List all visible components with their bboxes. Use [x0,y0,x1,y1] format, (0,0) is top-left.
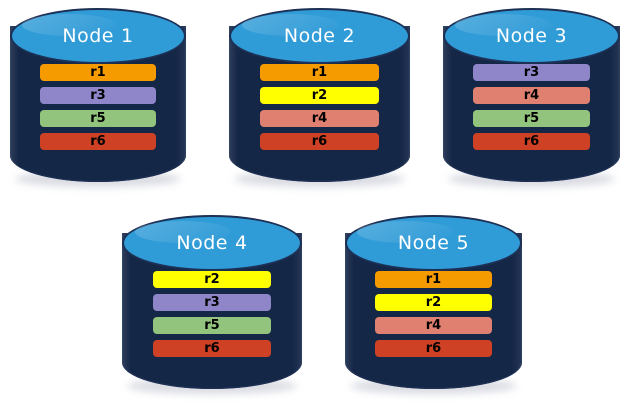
node-label-number: 1 [121,25,134,47]
record-list-3: r3 r4 r5 r6 [443,64,620,150]
cylinder-shape [443,8,620,187]
cylinder-shape [122,215,302,394]
node-label-5: Node 5 [345,215,522,271]
cylinder-shape [10,8,186,187]
record-bar[interactable]: r6 [473,133,590,150]
record-bar[interactable]: r3 [152,294,272,311]
record-bar[interactable]: r3 [473,64,590,81]
node-label-number: 3 [554,25,568,47]
cylinder-shape [345,215,522,394]
record-bar[interactable]: r4 [473,87,590,104]
node-label-1: Node 1 [10,8,186,64]
record-bar[interactable]: r5 [39,110,157,127]
cylinder-shape [229,8,410,187]
cylinder-top-ellipse [122,215,302,271]
record-bar[interactable]: r1 [259,64,380,81]
record-list-4: r2 r3 r5 r6 [122,271,302,357]
node-label-word: Node [495,25,548,47]
node-cylinder-4[interactable]: Node 4 r2 r3 r5 r6 [122,215,302,394]
record-bar[interactable]: r6 [259,133,380,150]
record-list-5: r1 r2 r4 r6 [345,271,522,357]
record-bar[interactable]: r1 [39,64,157,81]
node-label-3: Node 3 [443,8,620,64]
record-bar[interactable]: r1 [375,271,492,288]
node-label-number: 2 [342,25,356,47]
cylinder-top-ellipse [10,8,186,64]
node-label-4: Node 4 [122,215,302,271]
node-label-2: Node 2 [229,8,410,64]
record-bar[interactable]: r3 [39,87,157,104]
node-label-number: 4 [235,232,248,254]
node-label-word: Node [283,25,336,47]
record-bar[interactable]: r6 [152,340,272,357]
node-label-word: Node [176,232,228,254]
node-cylinder-1[interactable]: Node 1 r1 r3 r5 r6 [10,8,186,187]
record-bar[interactable]: r4 [375,317,492,334]
record-bar[interactable]: r4 [259,110,380,127]
node-label-word: Node [397,232,450,254]
record-bar[interactable]: r5 [152,317,272,334]
cylinder-top-ellipse [443,8,620,64]
record-list-2: r1 r2 r4 r6 [229,64,410,150]
node-cylinder-3[interactable]: Node 3 r3 r4 r5 r6 [443,8,620,187]
record-bar[interactable]: r2 [375,294,492,311]
record-bar[interactable]: r6 [39,133,157,150]
record-bar[interactable]: r6 [375,340,492,357]
node-cylinder-5[interactable]: Node 5 r1 r2 r4 r6 [345,215,522,394]
cylinder-top-ellipse [229,8,410,64]
record-bar[interactable]: r5 [473,110,590,127]
node-cylinder-2[interactable]: Node 2 r1 r2 r4 r6 [229,8,410,187]
cylinder-top-ellipse [345,215,522,271]
node-label-number: 5 [456,232,470,254]
record-bar[interactable]: r2 [152,271,272,288]
record-list-1: r1 r3 r5 r6 [10,64,186,150]
node-label-word: Node [62,25,114,47]
record-bar[interactable]: r2 [259,87,380,104]
